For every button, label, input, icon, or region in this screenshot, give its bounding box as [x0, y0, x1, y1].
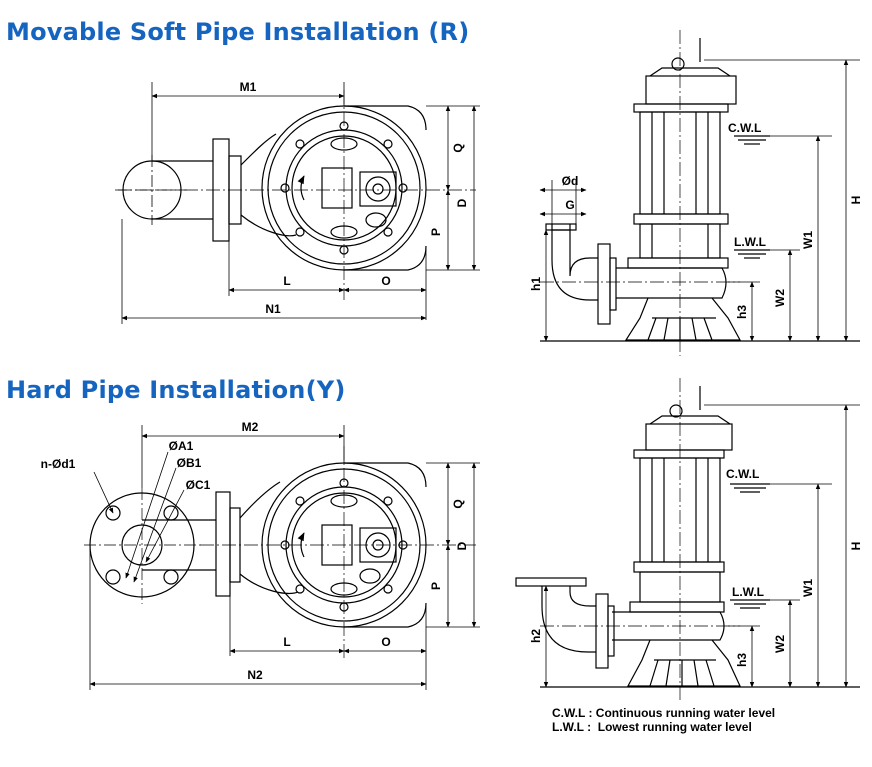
dim-o-label-bottom: O [381, 635, 390, 649]
dim-l-label: L [283, 274, 290, 288]
bottom-side-view [515, 378, 860, 702]
discharge-flange [597, 243, 611, 325]
dim-w2-label-top: W2 [773, 289, 787, 307]
dim-m2-label: M2 [242, 420, 259, 434]
dim-w1-label-bottom: W1 [801, 579, 815, 597]
dim-h2-label: h2 [529, 629, 543, 643]
dim-h3-label-bottom: h3 [735, 653, 749, 667]
top-plan-dimensions [121, 82, 480, 324]
dim-h-label-bottom: H [849, 542, 863, 551]
dim-d-pipe-label: Ød [562, 174, 579, 188]
dim-d-label-bottom: D [455, 541, 469, 550]
top-side-dimensions [539, 59, 860, 342]
legend-cwl: C.W.L : Continuous running water level [552, 706, 776, 720]
dim-n2-label: N2 [247, 668, 263, 682]
dim-c1-label: ØC1 [186, 478, 211, 492]
dim-h3-label-top: h3 [735, 305, 749, 319]
dim-b1-label: ØB1 [177, 456, 202, 470]
dim-m1-label: M1 [240, 80, 257, 94]
dim-h1-label: h1 [529, 277, 543, 291]
water-level-legend: C.W.L : Continuous running water level L… [552, 706, 775, 734]
lwl-label-top: L.W.L [734, 235, 766, 249]
dim-q-label-bottom: Q [451, 499, 465, 508]
dim-h-label-top: H [849, 196, 863, 205]
dim-o-label: O [381, 274, 390, 288]
dim-q-label: Q [451, 143, 465, 152]
dim-d-label: D [455, 198, 469, 207]
dim-n1-label: N1 [265, 302, 281, 316]
title-movable-soft-pipe: Movable Soft Pipe Installation (R) [6, 18, 470, 46]
lwl-label-bottom: L.W.L [732, 585, 764, 599]
top-side-view [540, 30, 860, 356]
bottom-side-dimensions [543, 404, 860, 688]
legend-lwl: L.W.L : Lowest running water level [552, 720, 752, 734]
dim-w2-label-bottom: W2 [773, 635, 787, 653]
cwl-label-top: C.W.L [728, 121, 761, 135]
cwl-label-bottom: C.W.L [726, 467, 759, 481]
dim-w1-label-top: W1 [801, 231, 815, 249]
bottom-plan-view [84, 446, 476, 660]
dim-p-label-bottom: P [429, 582, 443, 590]
bottom-plan-dimensions [89, 425, 480, 690]
dim-l-label-bottom: L [283, 635, 290, 649]
title-hard-pipe: Hard Pipe Installation(Y) [6, 376, 346, 404]
top-plan-view [115, 90, 476, 300]
dim-g-label: G [565, 198, 574, 212]
bolt-hole-label: n-Ød1 [41, 457, 76, 471]
dim-p-label: P [429, 228, 443, 236]
dim-a1-label: ØA1 [169, 439, 194, 453]
